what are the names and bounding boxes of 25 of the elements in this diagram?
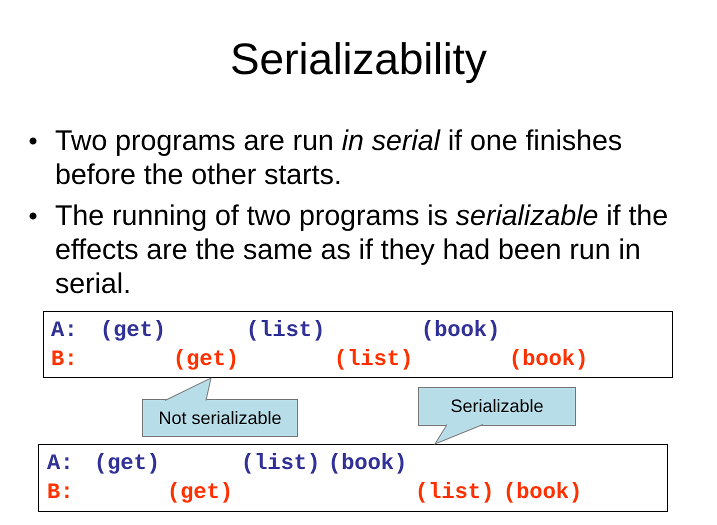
callout-tail — [434, 424, 484, 446]
callout-text: Serializable — [450, 396, 544, 417]
operation-label: (list) — [334, 348, 414, 372]
program-label: B: — [47, 481, 74, 505]
callout-text: Not serializable — [158, 408, 282, 428]
program-label: B: — [51, 348, 78, 372]
operation-label: (get) — [100, 319, 166, 343]
operation-label: (get) — [167, 481, 234, 505]
slide-title: Serializability — [229, 34, 488, 86]
callout-tail — [164, 377, 212, 401]
operation-label: (list) — [241, 452, 320, 476]
operation-label: (book) — [328, 452, 408, 476]
program-label: A: — [51, 319, 78, 343]
operation-label: (book) — [509, 348, 588, 372]
operation-label: (book) — [503, 481, 582, 505]
bullet-text: Two programs are run in serial if one finishes before the other starts. — [55, 124, 624, 192]
bullet-text: The running of two programs is serializable if the effects are the same as if they had been run in serial. — [55, 199, 670, 301]
operation-label: (list) — [246, 319, 326, 343]
operation-label: (list) — [415, 481, 494, 505]
operation-label: (book) — [421, 319, 500, 343]
schedule-panel — [38, 444, 668, 512]
schedule-panel — [43, 311, 673, 378]
operation-label: (get) — [173, 348, 240, 372]
program-label: A: — [47, 452, 74, 476]
operation-label: (get) — [94, 452, 160, 476]
